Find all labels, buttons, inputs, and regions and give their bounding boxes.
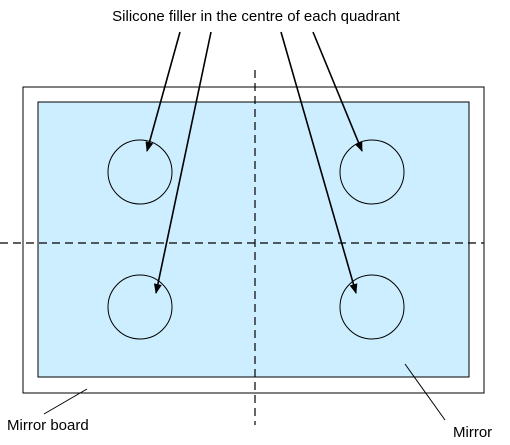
mirror-panel [37,101,470,378]
arrow-top-right [312,31,363,152]
filler-circle-top-right [339,139,405,205]
filler-circle-bottom-right [339,274,405,340]
mirror-label: Mirror [453,424,492,441]
arrow-top-left [145,31,181,152]
mirror-leader-line [404,363,446,421]
filler-circle-bottom-left [107,274,173,340]
arrow-bottom-left [153,31,212,294]
title-label: Silicone filler in the centre of each qu… [112,8,401,25]
filler-circle-top-left [107,139,173,205]
mirror-board-label: Mirror board [7,417,89,434]
arrow-bottom-right [280,31,358,294]
board-leader-line [43,388,88,415]
